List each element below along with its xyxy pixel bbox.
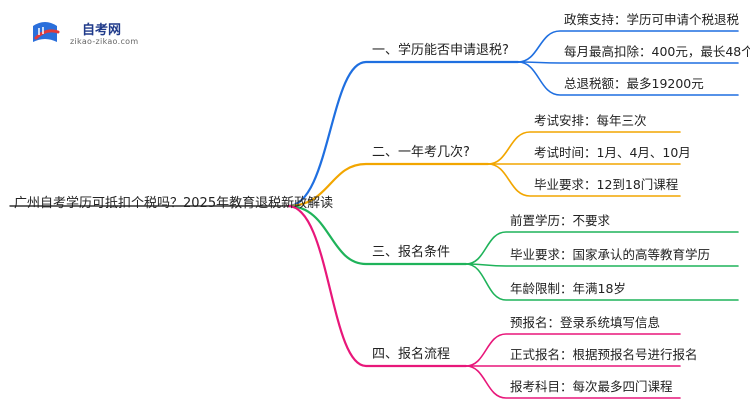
- branch-2-leaf-1: 考试安排：每年三次: [534, 113, 647, 128]
- branch-1-leaf-2-connector: [517, 61, 739, 64]
- branch-1-leaf-1-connector: [517, 30, 739, 63]
- branch-4-leaf-3-connector: [465, 365, 681, 399]
- branch-3-leaf-3: 年龄限制：年满18岁: [510, 281, 626, 296]
- root-topic: 广州自考学历可抵扣个税吗？2025年教育退税新政解读: [14, 196, 334, 211]
- branch-3-leaf-1: 前置学历：不要求: [510, 213, 611, 228]
- branch-3-leaf-1-connector: [465, 231, 739, 265]
- logo-url: zikao-zikao.com: [70, 37, 139, 46]
- branch-3-leaf-2: 毕业要求：国家承认的高等教育学历: [510, 247, 711, 262]
- branch-1-leaf-3: 总退税额：最多19200元: [564, 76, 704, 91]
- branch-3-leaf-2-connector: [465, 263, 739, 267]
- branch-1-connector: [286, 60, 520, 208]
- branch-1-leaf-2: 每月最高扣除：400元，最长48个月: [564, 44, 750, 59]
- branch-2-label: 二、一年考几次?: [372, 145, 470, 160]
- branch-4-leaf-1: 预报名：登录系统填写信息: [510, 315, 661, 330]
- branch-3-leaf-3-connector: [465, 263, 739, 301]
- branch-1-leaf-1: 政策支持：学历可申请个税退税: [564, 12, 740, 27]
- branch-4-leaf-1-connector: [465, 333, 681, 367]
- branch-4-connector: [286, 204, 468, 368]
- branch-2-leaf-3-connector: [487, 163, 681, 197]
- branch-4-label: 四、报名流程: [372, 347, 451, 362]
- branch-4-leaf-2: 正式报名：根据预报名号进行报名: [510, 347, 698, 362]
- branch-2-leaf-3: 毕业要求：12到18门课程: [534, 177, 679, 192]
- branch-1-label: 一、学历能否申请退税?: [372, 43, 509, 58]
- branch-2-leaf-2: 考试时间：1月、4月、10月: [534, 145, 691, 160]
- branch-1-leaf-3-connector: [517, 61, 739, 96]
- site-logo[interactable]: 自考网 zikao-zikao.com: [30, 16, 150, 50]
- branch-2-connector: [286, 162, 490, 208]
- branch-4-leaf-3: 报考科目：每次最多四门课程: [510, 379, 673, 394]
- branch-2-leaf-1-connector: [487, 131, 681, 165]
- branch-3-connector: [286, 204, 468, 266]
- book-swoosh-logo-icon: [33, 22, 60, 42]
- branch-3-label: 三、报名条件: [372, 245, 451, 260]
- logo-title: 自考网: [82, 23, 122, 38]
